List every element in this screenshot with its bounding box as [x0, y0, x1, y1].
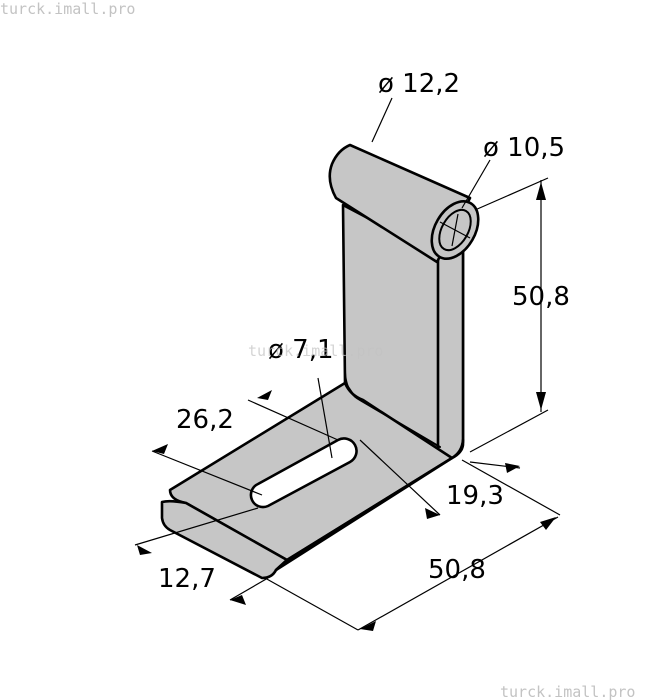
mounting-slot [249, 437, 358, 509]
arrow-50-right [540, 517, 556, 530]
height-extension-bottom [469, 409, 549, 453]
arrow-26-bottom [152, 444, 168, 454]
base-length-dim [357, 516, 559, 631]
label-base-offset: 12,7 [158, 564, 216, 594]
arrow-12-left [137, 545, 152, 555]
height-extension-top [474, 177, 549, 211]
label-pin-outer-diameter: ø 12,2 [378, 69, 460, 99]
label-base-width: 19,3 [446, 481, 504, 511]
height-arrow-top [536, 182, 546, 200]
width-extension-line [359, 439, 441, 516]
height-arrow-bottom [536, 392, 546, 410]
label-height: 50,8 [512, 282, 570, 312]
base-plate-front [160, 499, 289, 580]
pin-center-cross [439, 213, 471, 247]
leader-pin-inner [461, 159, 491, 209]
slot-extension-line-2 [151, 450, 263, 496]
leader-slot [317, 377, 333, 459]
watermark-top-left: turck.imall.pro [0, 0, 136, 18]
slot-extension-line [247, 399, 339, 441]
watermark-bottom-right: turck.imall.pro [500, 683, 636, 700]
arrow-12-right [230, 595, 246, 605]
label-slot-position: 26,2 [176, 405, 234, 435]
base-length-extension [461, 459, 561, 516]
base-length-line [264, 577, 359, 631]
arrow-26-top [257, 390, 272, 400]
bend-edge [344, 369, 441, 448]
arrow-19-right [505, 463, 520, 473]
label-base-length: 50,8 [428, 555, 486, 585]
label-pin-inner-diameter: ø 10,5 [483, 133, 565, 163]
offset-extension-line-2 [229, 577, 269, 601]
base-plate-right [274, 438, 465, 572]
arrow-19-left [425, 508, 440, 519]
offset-extension-line [134, 507, 259, 546]
arrow-50-left [360, 621, 376, 631]
vertical-plate-side [436, 243, 465, 460]
leader-pin-outer [371, 97, 393, 143]
label-slot-diameter: ø 7,1 [268, 335, 334, 365]
watermark-center: turck.imall.pro [248, 342, 384, 360]
